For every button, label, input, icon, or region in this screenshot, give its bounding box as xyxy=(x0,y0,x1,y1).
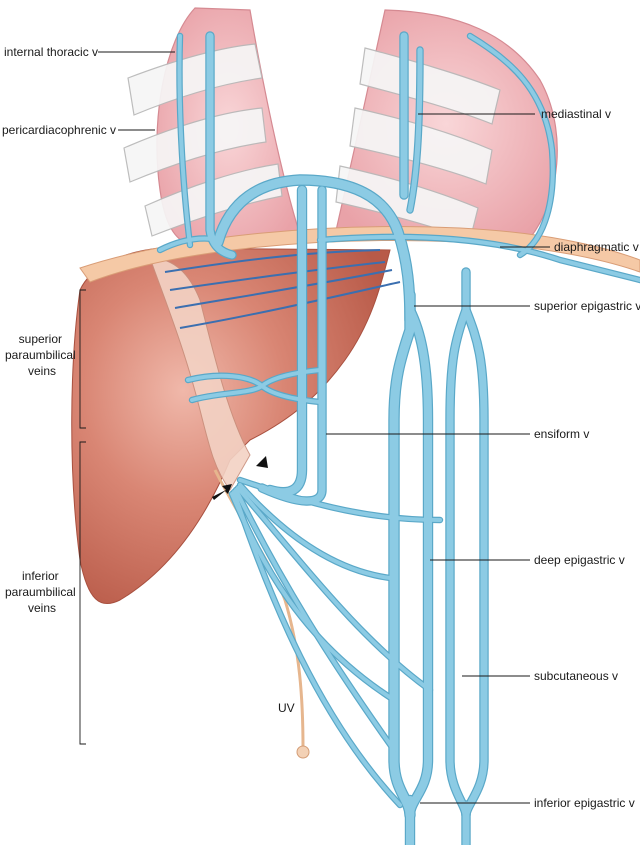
falciform-branch-2 xyxy=(238,483,392,580)
paraumbilical-loop-lower xyxy=(190,384,322,404)
label-internal-thoracic: internal thoracic v xyxy=(4,45,98,59)
leader-lines xyxy=(98,51,550,804)
pericardiacophrenic-v xyxy=(177,34,192,247)
label-diaphragmatic: diaphragmatic v xyxy=(554,240,639,254)
mediastinal-v xyxy=(468,34,555,257)
label-superior-epigastric: superior epigastric v xyxy=(534,299,640,313)
falciform-branch-4-outline xyxy=(232,486,398,754)
label-superior-paraumbilical: superior paraumbilical veins xyxy=(5,332,79,378)
bracket-inferior xyxy=(79,441,86,745)
subcutaneous-v-right xyxy=(462,306,488,819)
label-subcutaneous: subcutaneous v xyxy=(534,669,618,683)
diaphragmatic-v xyxy=(318,234,640,282)
label-deep-epigastric: deep epigastric v xyxy=(534,553,625,567)
falciform-branch-1 xyxy=(238,478,442,522)
label-uv: UV xyxy=(278,701,295,715)
arrowhead-mark xyxy=(256,456,268,468)
central-arch xyxy=(213,175,415,325)
falciform-ligament xyxy=(149,257,251,491)
vein-network xyxy=(156,31,640,845)
subcutaneous-v-left xyxy=(446,268,470,819)
label-mediastinal: mediastinal v xyxy=(541,107,611,121)
label-pericardiacophrenic: pericardiacophrenic v xyxy=(2,123,116,137)
label-inferior-paraumbilical: inferior paraumbilical veins xyxy=(5,569,79,615)
internal-thoracic-v-right-2 xyxy=(407,47,423,213)
falciform-branch-3 xyxy=(236,486,432,692)
falciform-branch-4 xyxy=(234,488,396,752)
superior-epigastric-right-branch xyxy=(406,306,432,819)
falciform-branch-6 xyxy=(230,492,396,702)
label-ensiform: ensiform v xyxy=(534,427,589,441)
superior-paraumbilical-veins xyxy=(164,249,401,329)
arrow-mark xyxy=(212,484,232,500)
bracket-superior xyxy=(79,289,86,429)
umbilicus-knob xyxy=(296,745,310,759)
label-inferior-epigastric: inferior epigastric v xyxy=(534,796,635,810)
diaphragmatic-v-left xyxy=(158,236,222,252)
superior-epigastric-v xyxy=(389,290,415,820)
